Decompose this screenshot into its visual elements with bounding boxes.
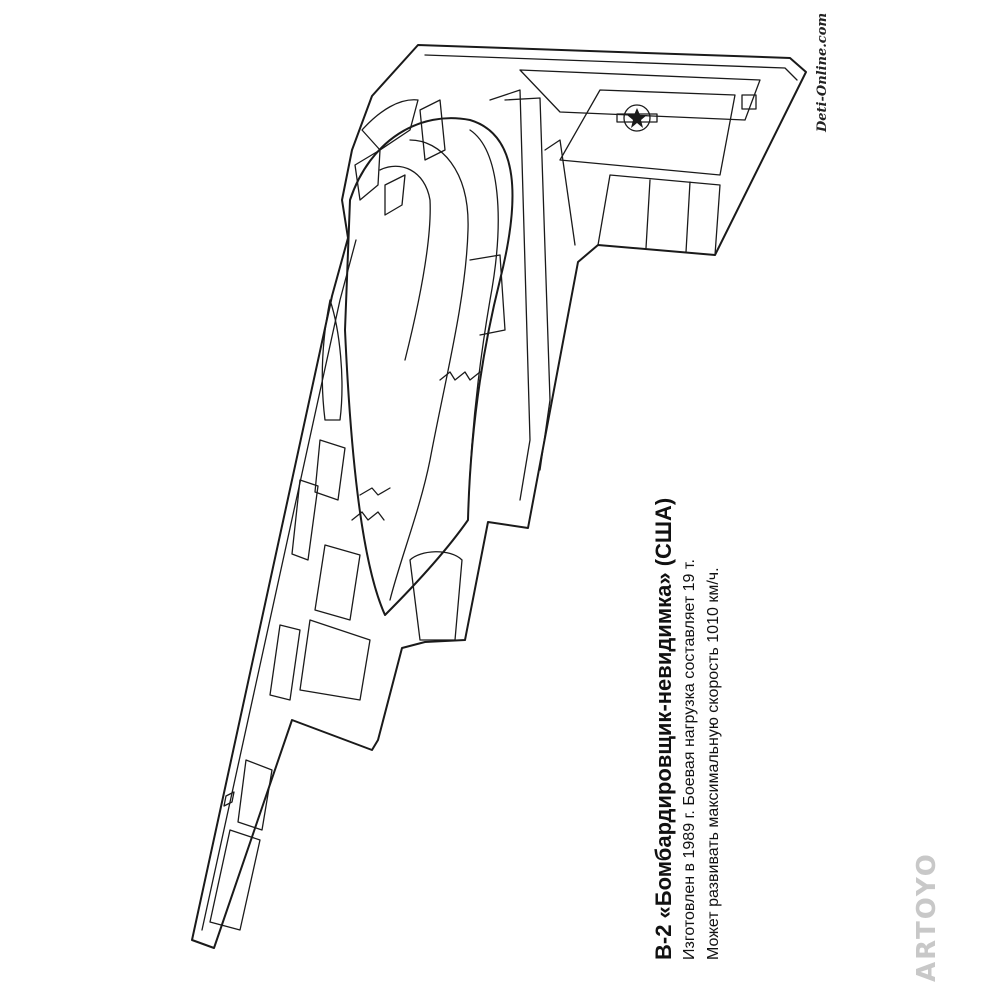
brand-logo: ARTOYO <box>912 852 942 982</box>
caption-line-2: Может развивать максимальную скорость 10… <box>705 567 722 960</box>
caption-block: B-2 «Бомбардировщик-невидимка» (США) Изг… <box>650 420 726 960</box>
wing-outline <box>191 44 807 949</box>
caption-title: B-2 «Бомбардировщик-невидимка» (США) <box>651 497 676 960</box>
caption-line-1: Изготовлен в 1989 г. Боевая нагрузка сос… <box>681 559 698 960</box>
star-insignia <box>616 104 658 132</box>
site-watermark: Deti-Online.com <box>815 12 830 132</box>
